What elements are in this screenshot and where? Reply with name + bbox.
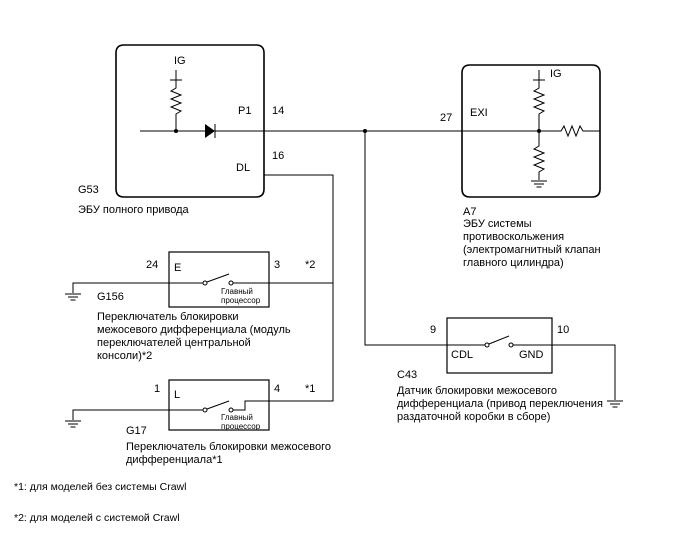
ecu-4wd-diode-icon: [205, 124, 215, 138]
wire-junction-to-c43: [364, 131, 447, 346]
abs-ecu-ig-label: IG: [550, 68, 562, 80]
switch-g17-name-line-1: Переключатель блокировки межосевого: [126, 441, 331, 453]
sensor-c43-pin-10: 10: [557, 324, 569, 336]
footnote-2: *2: для моделей с системой Crawl: [14, 512, 180, 524]
abs-ecu-pin-27: 27: [440, 112, 452, 124]
switch-g156-name-line-3: переключателей центральной: [97, 337, 251, 349]
sensor-c43-name-line-1: Датчик блокировки межосевого: [397, 385, 557, 397]
switch-g156-ground-wire: [72, 282, 169, 293]
switch-g156-code: G156: [97, 291, 124, 303]
ecu-4wd-ig-label: IG: [174, 55, 186, 67]
abs-ecu-pulldown-resistor: [532, 131, 546, 180]
switch-g156-name-line-2: межосевого дифференциала (модуль: [97, 324, 291, 336]
switch-g156-label-line-1: Главный: [221, 287, 253, 296]
switch-g17-name-line-2: дифференциала*1: [126, 454, 223, 466]
wire-dl-to-switches: [264, 174, 334, 402]
switch-g156-note: *2: [305, 259, 315, 271]
switch-g17-pin-4: 4: [274, 383, 280, 395]
abs-ecu-pin-exi: EXI: [470, 107, 488, 119]
switch-g156-pin-e: E: [174, 262, 181, 274]
switch-g17-note: *1: [305, 383, 315, 395]
switch-g17-ground-icon: [65, 420, 81, 428]
sensor-c43-contact-left: [484, 342, 490, 348]
switch-g156-ground-icon: [65, 293, 81, 301]
switch-g156-label-line-2: процессор: [221, 296, 261, 305]
switch-g17: L Главный процессор 1 4 *1 G17 Переключа…: [65, 379, 331, 466]
abs-ecu-pullup-resistor: [532, 80, 546, 131]
sensor-c43-name-line-2: дифференциала (привод переключения: [397, 398, 603, 410]
abs-ecu-name-line-4: главного цилиндра): [463, 257, 564, 269]
abs-ecu-series-resistor: [539, 124, 600, 138]
wiring: [264, 129, 462, 402]
ecu-4wd-pin-dl: DL: [236, 162, 250, 174]
switch-g17-blade: [206, 400, 230, 410]
switch-g17-contact-right: [228, 407, 234, 413]
abs-ecu-name-line-2: противоскольжения: [463, 231, 564, 243]
ecu-4wd-box: [115, 44, 265, 198]
switch-g17-label-line-1: Главный: [221, 413, 253, 422]
switch-g17-box: [168, 379, 270, 431]
sensor-c43-ground-icon: [607, 400, 623, 408]
abs-ecu-code: A7: [463, 206, 476, 218]
switch-g156-contact-left: [202, 280, 208, 286]
switch-g156-pin-3: 3: [274, 259, 280, 271]
abs-ecu-name-line-1: ЭБУ системы: [463, 218, 532, 230]
switch-g156-name-line-1: Переключатель блокировки: [97, 311, 239, 323]
switch-g17-pin-l: L: [174, 389, 180, 401]
ecu-4wd-pullup-resistor: [169, 80, 183, 131]
sensor-c43-code: C43: [397, 369, 417, 381]
footnote-1: *1: для моделей без системы Crawl: [14, 481, 186, 493]
ecu-4wd: IG P1 DL 14 16 G53 ЭБУ полного привода: [78, 44, 284, 216]
switch-g156-box: [168, 251, 270, 308]
ecu-4wd-pin-16: 16: [272, 150, 284, 162]
switch-g17-label-line-2: процессор: [221, 422, 261, 431]
sensor-c43-pin-gnd: GND: [519, 349, 544, 361]
switch-g17-ground-wire: [72, 409, 169, 420]
switch-g17-contact-left: [202, 407, 208, 413]
sensor-c43: CDL GND 9 10 C43 Датчик блокировки межос…: [397, 317, 623, 423]
switch-g17-pin-1: 1: [154, 383, 160, 395]
switch-g17-right-lead: [233, 400, 269, 411]
abs-ecu: IG EXI 27 A7 ЭБУ системы противоскольжен…: [440, 64, 601, 269]
ecu-4wd-pin-14: 14: [272, 105, 284, 117]
ecu-4wd-pin-p1: P1: [238, 105, 251, 117]
ecu-4wd-name: ЭБУ полного привода: [78, 204, 190, 216]
ecu-4wd-code: G53: [78, 184, 99, 196]
sensor-c43-pin-9: 9: [430, 324, 436, 336]
switch-g156-contact-right: [228, 280, 234, 286]
switch-g156: E Главный процессор 24 3 *2 G156 Переклю…: [65, 251, 315, 362]
footnotes: *1: для моделей без системы Crawl *2: дл…: [14, 481, 186, 524]
sensor-c43-contact-right: [508, 342, 514, 348]
switch-g156-pin-24: 24: [146, 259, 158, 271]
sensor-c43-name-line-3: раздаточной коробки в сборе): [397, 411, 550, 423]
switch-g156-name-line-4: консоли)*2: [97, 350, 152, 362]
sensor-c43-blade: [488, 335, 510, 345]
switch-g156-blade: [206, 273, 230, 283]
abs-ecu-ground-icon: [531, 180, 547, 188]
abs-ecu-box: [461, 64, 601, 198]
switch-g17-code: G17: [126, 425, 147, 437]
abs-ecu-name-line-3: (электромагнитный клапан: [463, 244, 601, 256]
sensor-c43-pin-cdl: CDL: [451, 349, 473, 361]
sensor-c43-ground-wire: [552, 344, 616, 400]
